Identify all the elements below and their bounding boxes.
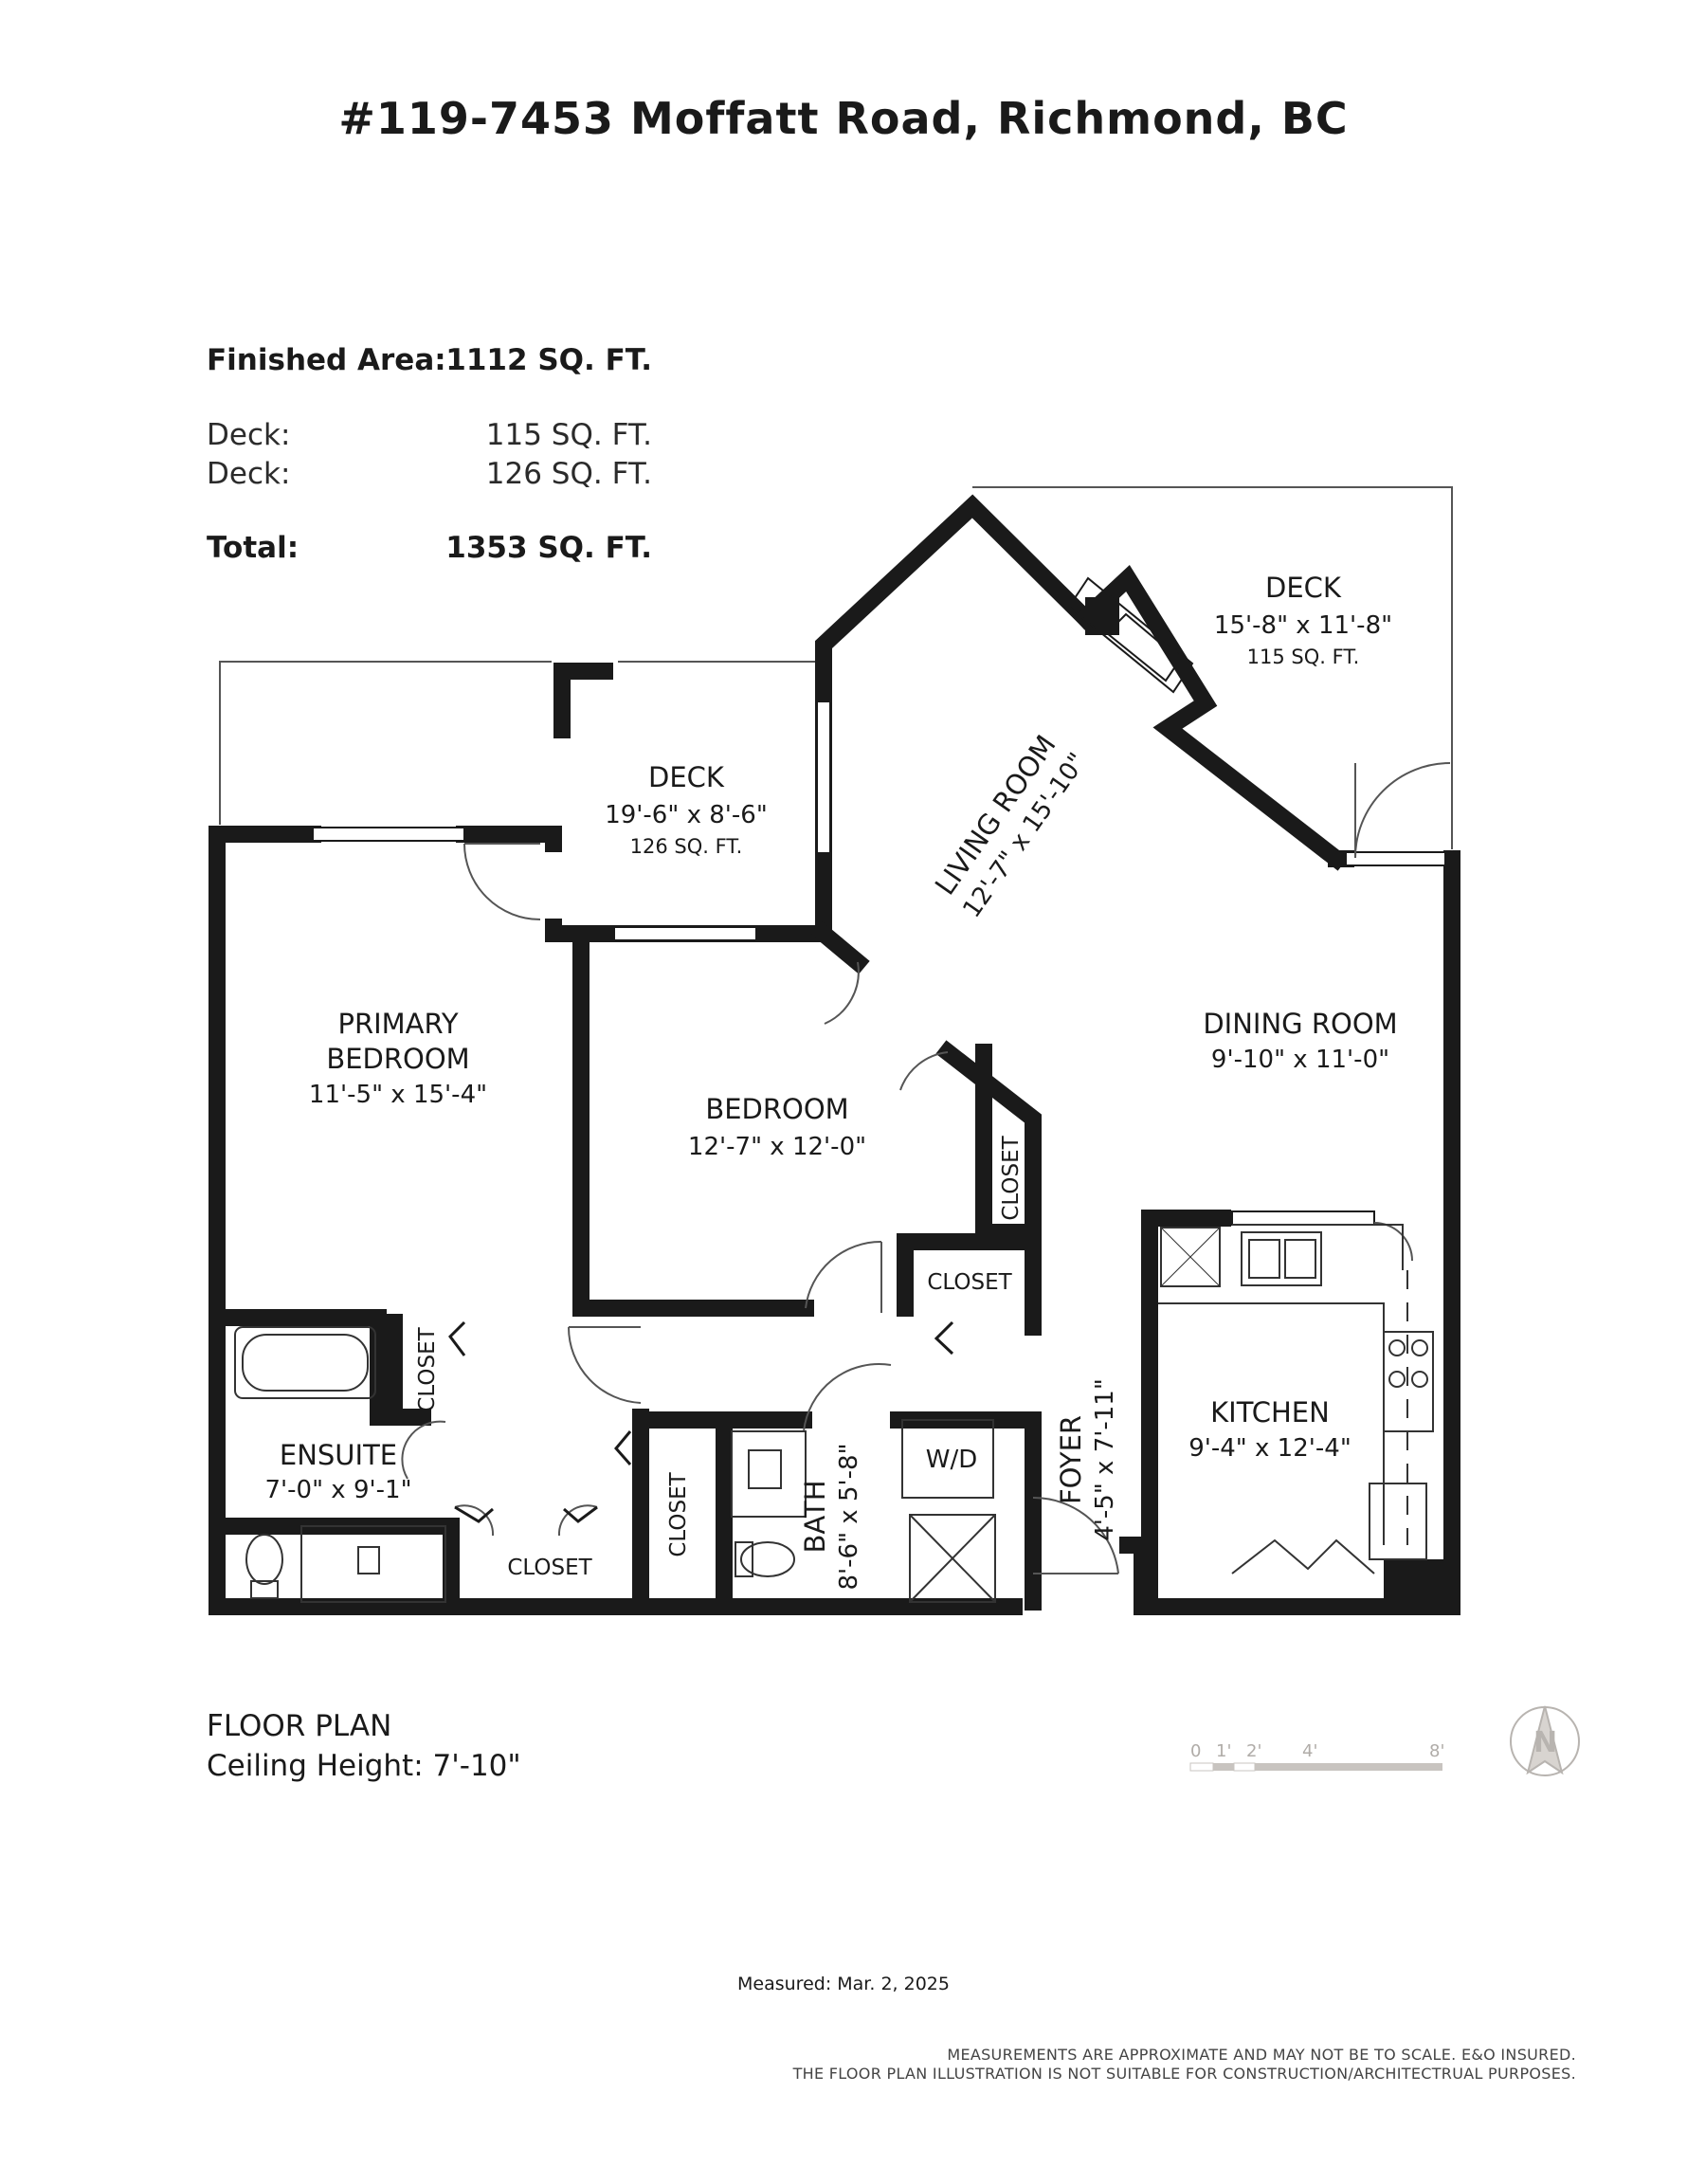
deck1-area-value: 115 SQ. FT. (485, 418, 652, 452)
primary-bedroom-name2: BEDROOM (326, 1043, 469, 1075)
deck-west-name: DECK (648, 761, 725, 793)
ensuite-dims: 7'-0" x 9'-1" (264, 1476, 411, 1504)
dining-room-name: DINING ROOM (1203, 1008, 1397, 1040)
deck2-area-value: 126 SQ. FT. (485, 457, 652, 491)
fixtures (234, 1224, 1434, 1603)
closet-label-ensuite: CLOSET (415, 1326, 440, 1411)
dining-room-dims: 9'-10" x 11'-0" (1211, 1046, 1389, 1074)
disclaimer-line2: THE FLOOR PLAN ILLUSTRATION IS NOT SUITA… (792, 2065, 1576, 2083)
svg-text:N: N (1533, 1726, 1557, 1759)
page-title: #119-7453 Moffatt Road, Richmond, BC (338, 93, 1349, 144)
closet-label-hall: CLOSET (927, 1270, 1012, 1295)
bath-dims: 8'-6" x 5'-8" (835, 1443, 863, 1590)
ceiling-height: Ceiling Height: 7'-10" (207, 1749, 521, 1783)
floor-plan-label: FLOOR PLAN (207, 1709, 392, 1743)
fireplace (1067, 576, 1194, 694)
disclaimer-line1: MEASUREMENTS ARE APPROXIMATE AND MAY NOT… (947, 2046, 1576, 2064)
closet-label-bedroom: CLOSET (999, 1135, 1024, 1220)
scale-bar: 0 1' 2' 4' 8' (1189, 1741, 1444, 1772)
scale-tick-1: 1' (1216, 1741, 1231, 1761)
measured-date: Measured: Mar. 2, 2025 (737, 1974, 950, 1994)
bedroom-dims: 12'-7" x 12'-0" (688, 1133, 866, 1161)
bath-name: BATH (799, 1480, 831, 1553)
kitchen-dims: 9'-4" x 12'-4" (1188, 1434, 1351, 1463)
bedroom-name: BEDROOM (705, 1093, 848, 1125)
closet-label-hall2: CLOSET (666, 1471, 691, 1556)
deck-west-dims: 19'-6" x 8'-6" (605, 801, 768, 829)
primary-bedroom-name1: PRIMARY (337, 1008, 458, 1040)
windows (312, 701, 1446, 1226)
scale-tick-8: 8' (1429, 1741, 1444, 1761)
scale-tick-4: 4' (1302, 1741, 1317, 1761)
plan-info: FLOOR PLAN Ceiling Height: 7'-10" (207, 1706, 521, 1786)
disclaimer: MEASUREMENTS ARE APPROXIMATE AND MAY NOT… (793, 2046, 1576, 2084)
foyer-name: FOYER (1055, 1415, 1087, 1504)
finished-area-value: 1112 SQ. FT. (445, 343, 652, 377)
deck1-area-label: Deck: (207, 418, 291, 452)
door-swings (401, 762, 1451, 1574)
closet-label-primary: CLOSET (507, 1556, 592, 1580)
total-area-value: 1353 SQ. FT. (445, 531, 652, 565)
foyer-dims: 4'-5" x 7'-11" (1091, 1378, 1119, 1541)
deck-east-area: 115 SQ. FT. (1247, 646, 1360, 668)
primary-bedroom-dims: 11'-5" x 15'-4" (309, 1081, 487, 1109)
kitchen-name: KITCHEN (1210, 1396, 1330, 1429)
fireplace-block (1085, 597, 1119, 635)
deck-east-name: DECK (1265, 572, 1342, 604)
ensuite-name: ENSUITE (280, 1439, 397, 1471)
total-area-label: Total: (207, 531, 299, 565)
scale-tick-0: 0 (1190, 1741, 1201, 1761)
deck-east-dims: 15'-8" x 11'-8" (1214, 611, 1392, 640)
scale-tick-2: 2' (1246, 1741, 1261, 1761)
deck2-area-label: Deck: (207, 457, 291, 491)
bathtub (234, 1326, 376, 1399)
washer-dryer-label: W/D (926, 1446, 978, 1474)
deck-outlines (219, 486, 1453, 910)
closet-doors (448, 1320, 954, 1523)
finished-area-label: Finished Area: (207, 343, 446, 377)
deck-west-area: 126 SQ. FT. (630, 835, 743, 858)
kitchen-pantry-block (1384, 1559, 1460, 1611)
north-arrow-icon: N (1510, 1705, 1580, 1776)
